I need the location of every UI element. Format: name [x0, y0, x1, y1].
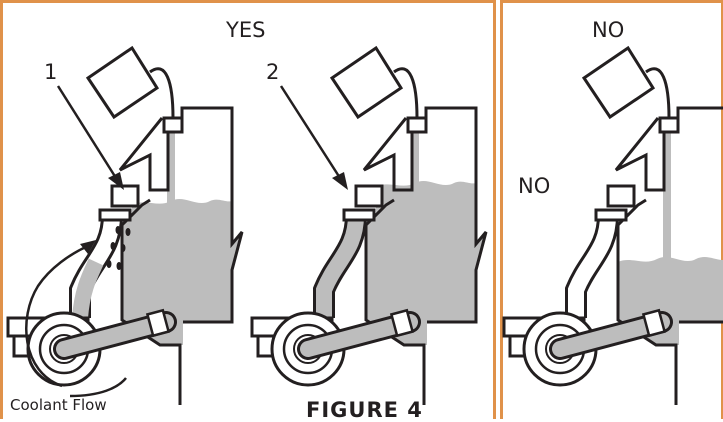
callout-1-leader	[56, 85, 118, 179]
yes-panel-frame	[0, 0, 496, 419]
callout-2-label: 2	[266, 60, 280, 84]
yes-heading: YES	[226, 18, 266, 42]
coolant-flow-label: Coolant Flow	[10, 396, 107, 414]
coolant-drips	[106, 226, 131, 270]
assembly-2	[252, 48, 486, 405]
assembly-3	[504, 48, 723, 405]
callout-1-label: 1	[44, 60, 58, 84]
assembly-1	[8, 48, 242, 405]
callout-2-leader	[279, 85, 342, 179]
no-side-label: NO	[518, 174, 551, 198]
coolant-level-2	[366, 180, 486, 345]
figure-label: FIGURE 4	[306, 398, 423, 422]
no-heading: NO	[592, 18, 625, 42]
coolant-flow-arrow	[25, 244, 89, 388]
coolant-level-1	[122, 198, 242, 345]
